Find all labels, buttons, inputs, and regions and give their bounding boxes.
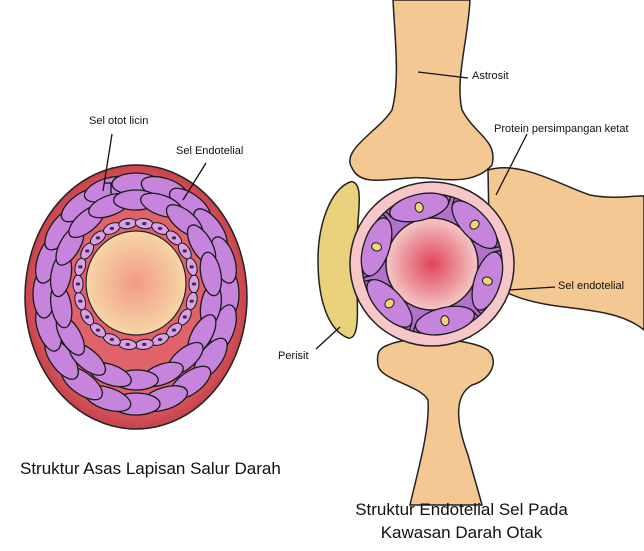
- cell-nucleus: [172, 329, 176, 332]
- cell-nucleus: [126, 222, 130, 225]
- label-sel-otot-licin: Sel otot licin: [89, 115, 148, 127]
- astrocyte-bottom: [377, 339, 493, 505]
- cell-nucleus: [78, 300, 82, 303]
- cell-nucleus: [172, 236, 176, 239]
- label-perisit: Perisit: [278, 350, 309, 362]
- label-sel-endotelial-left: Sel Endotelial: [176, 145, 243, 157]
- label-sel-endotelial-right: Sel endotelial: [558, 280, 624, 292]
- cell-nucleus: [76, 282, 80, 285]
- caption-right-line1: Struktur Endotelial Sel Pada: [334, 500, 589, 520]
- cell-nucleus: [85, 315, 89, 318]
- cell-nucleus: [192, 282, 196, 285]
- caption-left: Struktur Asas Lapisan Salur Darah: [20, 459, 252, 479]
- astrocyte-top: [350, 0, 493, 180]
- cell-nucleus: [96, 236, 100, 239]
- cell-nucleus: [126, 343, 130, 346]
- cell-nucleus: [158, 338, 162, 341]
- cell-nucleus: [158, 227, 162, 230]
- caption-right-line2: Kawasan Darah Otak: [334, 523, 589, 543]
- cell-nucleus: [96, 329, 100, 332]
- label-protein-persimpangan-ketat: Protein persimpangan ketat: [494, 123, 629, 135]
- cell-nucleus: [85, 249, 89, 252]
- cell-nucleus: [142, 222, 146, 225]
- label-astrosit: Astrosit: [472, 70, 509, 82]
- cell-nucleus: [110, 227, 114, 230]
- leader-perisit: [316, 327, 340, 349]
- cell-nucleus: [183, 249, 187, 252]
- vessel-lumen: [86, 231, 186, 335]
- cell-nucleus: [110, 338, 114, 341]
- cell-nucleus: [189, 300, 193, 303]
- cell-nucleus: [183, 315, 187, 318]
- cell-nucleus: [189, 265, 193, 268]
- cell-nucleus: [142, 343, 146, 346]
- cell-nucleus: [78, 265, 82, 268]
